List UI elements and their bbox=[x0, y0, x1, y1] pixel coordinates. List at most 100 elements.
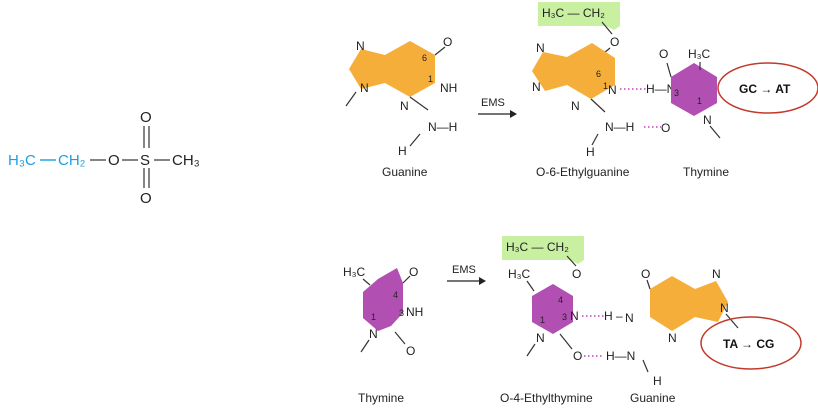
bottom-mutation-circle bbox=[700, 316, 802, 370]
top-ethyl-label: H₃C — CH₂ bbox=[542, 6, 605, 20]
bond-n1-sugar bbox=[360, 339, 370, 353]
atom-o2: O bbox=[406, 344, 415, 358]
pos-3: 3 bbox=[562, 312, 567, 322]
atom-o2: O bbox=[573, 349, 582, 363]
ems-o1: O bbox=[108, 152, 120, 169]
top-ethylguanine: H₃C — CH₂ O N N N N 6 1 N—H H O-6-Ethylg… bbox=[532, 2, 634, 179]
atom-h: H bbox=[586, 145, 595, 159]
pos-1: 1 bbox=[540, 315, 545, 325]
bond-n-h bbox=[642, 359, 649, 373]
atom-n3: N bbox=[400, 99, 409, 113]
atom-n9: N bbox=[720, 301, 729, 315]
atom-h: H bbox=[398, 144, 407, 158]
bottom-mutation-label: TA → CG bbox=[723, 337, 774, 351]
ethylguanine-six-ring bbox=[567, 43, 615, 99]
bond-c2-n bbox=[590, 98, 606, 113]
bottom-guanine: O N N N N H Guanine bbox=[625, 267, 739, 405]
atom-methyl: H₃C bbox=[508, 267, 531, 281]
bottom-reaction-arrow: EMS bbox=[447, 264, 486, 285]
atom-n3: N bbox=[668, 331, 677, 345]
pos-4: 4 bbox=[558, 295, 563, 305]
pos-6: 6 bbox=[596, 69, 601, 79]
bottom-mutation-callout: TA → CG bbox=[700, 316, 802, 370]
atom-o6: O bbox=[443, 35, 452, 49]
atom-n2h: N—H bbox=[428, 120, 457, 134]
ems-o-top: O bbox=[140, 109, 152, 126]
bond-c6-o bbox=[434, 46, 446, 56]
caption-guanine: Guanine bbox=[382, 165, 428, 179]
bond-n9-sugar bbox=[725, 313, 739, 329]
bottom-arrow-label: EMS bbox=[452, 264, 476, 276]
bond-c6-o bbox=[646, 279, 651, 290]
atom-o2: O bbox=[661, 121, 670, 135]
top-mutation-callout: GC → AT bbox=[717, 62, 818, 114]
atom-n9: N bbox=[360, 81, 369, 95]
atom-n1: N bbox=[536, 331, 545, 345]
bond-c4-o bbox=[402, 275, 411, 284]
pos-1: 1 bbox=[428, 74, 433, 84]
atom-o4: O bbox=[659, 47, 668, 61]
thymine-ring bbox=[671, 63, 717, 116]
thymine-left-ring bbox=[363, 268, 403, 331]
top-mutation-label: GC → AT bbox=[739, 82, 791, 96]
bond-ch2-o bbox=[566, 255, 577, 267]
bond-c4-o bbox=[666, 62, 672, 78]
ethylthymine-ring bbox=[532, 284, 573, 334]
top-guanine: N N N NH 6 1 O N—H H Guanine bbox=[345, 35, 457, 179]
bond-methyl bbox=[526, 280, 535, 292]
top-reaction-arrow: EMS bbox=[478, 97, 517, 118]
bottom-hn-label: H—N bbox=[606, 349, 635, 363]
bottom-arrow-head bbox=[479, 277, 486, 285]
top-thymine: O H₃C 3 1 O N Thymine bbox=[659, 47, 729, 179]
bottom-ethylthymine: H₃C — CH₂ O H₃C 4 3 N 1 N O O-4-Ethylthy… bbox=[500, 236, 593, 405]
bottom-ethyl-label: H₃C — CH₂ bbox=[506, 240, 569, 254]
atom-h: H bbox=[653, 374, 662, 388]
atom-n3: N bbox=[571, 99, 580, 113]
guanine-right-five-ring bbox=[695, 281, 728, 322]
pos-1: 1 bbox=[697, 96, 702, 106]
top-arrow-label: EMS bbox=[481, 97, 505, 109]
ems-h3c: H₃C bbox=[8, 152, 36, 169]
atom-o6: O bbox=[641, 267, 650, 281]
atom-n7: N bbox=[536, 41, 545, 55]
top-mutation-circle bbox=[717, 62, 818, 114]
bond-n-h bbox=[409, 133, 421, 147]
guanine-right-six-ring bbox=[650, 276, 695, 331]
atom-n1: N bbox=[369, 327, 378, 341]
bottom-thymine: H₃C O 4 3 NH 1 N O Thymine bbox=[343, 265, 423, 405]
atom-n1: N bbox=[608, 83, 617, 97]
caption-thymine: Thymine bbox=[358, 391, 404, 405]
pos-1: 1 bbox=[603, 81, 608, 91]
bond-c2-o bbox=[559, 333, 573, 350]
ems-o-bottom: O bbox=[140, 190, 152, 207]
atom-n7: N bbox=[356, 39, 365, 53]
ems-ch2: CH₂ bbox=[58, 152, 86, 169]
bottom-h-label: H – bbox=[604, 309, 623, 323]
atom-n9: N bbox=[532, 80, 541, 94]
bond-ch2-o bbox=[601, 21, 613, 35]
bond-n1-sugar bbox=[709, 125, 721, 139]
caption-ethylguanine: O-6-Ethylguanine bbox=[536, 165, 630, 179]
caption-thymine: Thymine bbox=[683, 165, 729, 179]
bond-n-h bbox=[591, 133, 599, 146]
pos-3: 3 bbox=[674, 88, 679, 98]
atom-ether-o: O bbox=[610, 35, 619, 49]
top-hn-label: H—N bbox=[646, 82, 675, 96]
bond-c2-n bbox=[409, 96, 429, 111]
atom-n3h: NH bbox=[406, 305, 423, 319]
top-arrow-head bbox=[510, 110, 517, 118]
bottom-ethyl-highlight bbox=[502, 236, 584, 264]
ems-molecule: H₃C CH₂ O S CH₃ O O bbox=[8, 109, 200, 207]
pos-6: 6 bbox=[422, 53, 427, 63]
pos-1: 1 bbox=[371, 312, 376, 322]
atom-n1h: NH bbox=[440, 81, 457, 95]
pos-3: 3 bbox=[399, 308, 404, 318]
atom-n1: N bbox=[625, 311, 634, 325]
ems-ch3: CH₃ bbox=[172, 152, 200, 169]
atom-n7: N bbox=[712, 267, 721, 281]
bond-methyl bbox=[362, 278, 371, 286]
guanine-five-ring bbox=[349, 49, 385, 89]
atom-n2h: N—H bbox=[605, 120, 634, 134]
